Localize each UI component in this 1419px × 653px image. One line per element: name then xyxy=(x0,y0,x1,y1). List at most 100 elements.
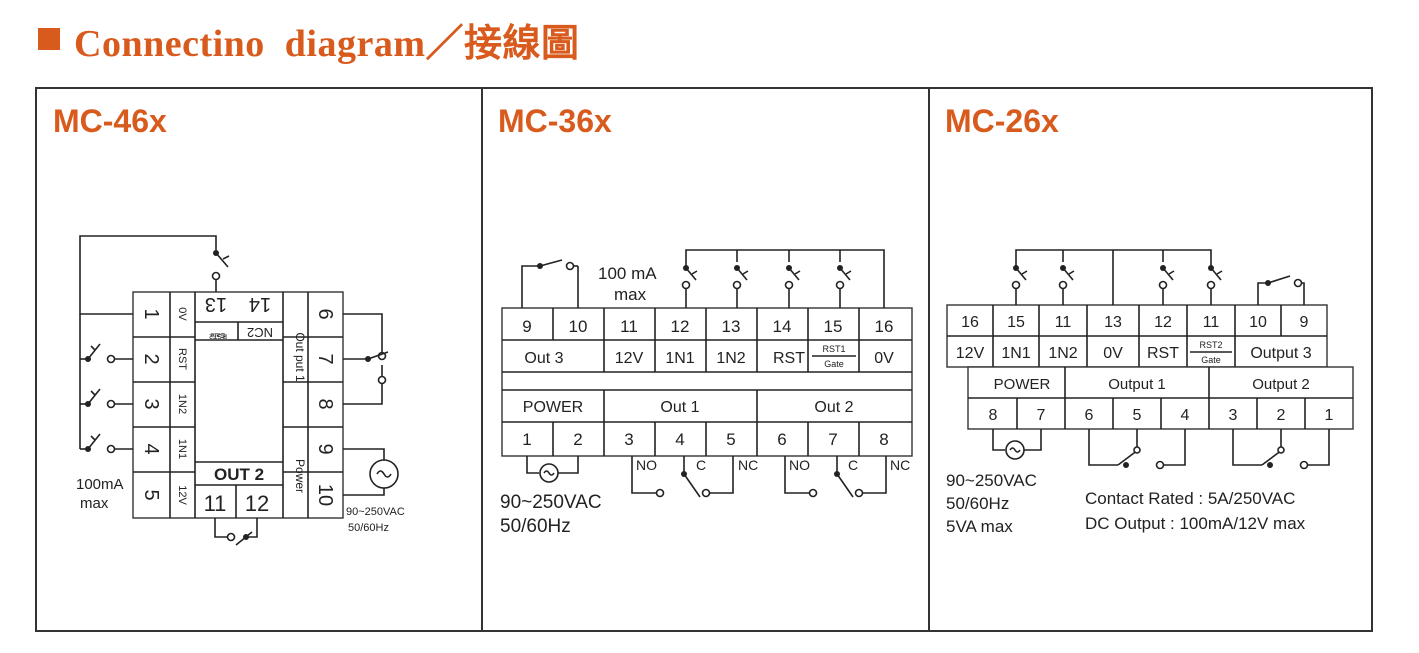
mc36x-input-switch xyxy=(681,265,698,308)
mc36x-term-4: 4 xyxy=(675,430,684,449)
mc36x-label-1n2: 1N2 xyxy=(716,350,745,367)
mc46x-term-10: 10 xyxy=(314,484,336,506)
mc46x-note-ma: 100mA xyxy=(76,476,124,493)
mc36x-contact-c: C xyxy=(848,457,858,473)
mc26x-label-gate: Gate xyxy=(1201,355,1221,365)
mc36x-term-12: 12 xyxy=(671,317,690,336)
mc26x-contact-rated: Contact Rated : 5A/250VAC xyxy=(1085,489,1295,508)
mc26x-power: POWER xyxy=(994,376,1051,393)
mc36x-term-3: 3 xyxy=(624,430,633,449)
mc46x-term-2: 2 xyxy=(140,353,162,364)
mc36x-supply-v: 90~250VAC xyxy=(500,492,602,513)
page-title-row: Connectino diagram／接線圖 xyxy=(38,14,580,65)
mc36x-contact-nc: NC xyxy=(738,457,758,473)
mc26x-term-16: 16 xyxy=(961,314,979,331)
mc26x-dc-output: DC Output : 100mA/12V max xyxy=(1085,514,1306,533)
mc26x-input-switch xyxy=(1011,265,1028,305)
mc46x-label-1n1: 1N1 xyxy=(176,439,188,459)
mc36x-term-6: 6 xyxy=(777,430,786,449)
mc46x-label-nc2: NC2 xyxy=(247,325,273,340)
mc46x-supply-hz: 50/60Hz xyxy=(348,522,389,534)
mc46x-out1-label: Out put 1 xyxy=(293,332,307,382)
mc36x-contact-no: NO xyxy=(636,457,657,473)
mc26x-input-switch xyxy=(1158,265,1175,305)
mc36x-term-1: 1 xyxy=(522,430,531,449)
mc46x-term-8: 8 xyxy=(314,398,336,409)
panel-title-mc26x: MC-26x xyxy=(945,103,1059,139)
mc36x-input-switch xyxy=(732,265,749,308)
mc26x-output1: Output 1 xyxy=(1108,376,1166,393)
mc36x-term-16: 16 xyxy=(875,317,894,336)
mc26x-term-11b: 11 xyxy=(1203,314,1220,331)
mc36x-term-2: 2 xyxy=(573,430,582,449)
mc26x-label-12v: 12V xyxy=(956,345,985,362)
mc26x-label-1n1: 1N1 xyxy=(1001,345,1030,362)
mc26x-term-13: 13 xyxy=(1104,314,1122,331)
mc36x-term-7: 7 xyxy=(828,430,837,449)
mc26x-supply-va: 5VA max xyxy=(946,517,1013,536)
mc36x-out2: Out 2 xyxy=(814,399,853,416)
mc36x-note-ma: 100 mA xyxy=(598,264,657,283)
mc36x-input-switch xyxy=(835,265,852,308)
mc36x-diagram: 9 10 11 12 13 14 15 16 Out 3 12V 1N1 1N2… xyxy=(500,249,913,537)
mc36x-term-13: 13 xyxy=(722,317,741,336)
mc36x-label-12v: 12V xyxy=(615,350,644,367)
mc36x-label-1n1: 1N1 xyxy=(665,350,694,367)
mc46x-supply-v: 90~250VAC xyxy=(346,506,405,518)
mc26x-term-10: 10 xyxy=(1249,314,1267,331)
mc36x-term-9: 9 xyxy=(522,317,531,336)
mc46x-note-max: max xyxy=(80,495,109,512)
panel-title-mc36x: MC-36x xyxy=(498,103,612,139)
diagram-frame: MC-46x MC-36x MC-26x xyxy=(35,87,1373,632)
mc46x-term-1: 1 xyxy=(140,308,162,319)
mc26x-label-output3: Output 3 xyxy=(1250,345,1311,362)
mc36x-term-15: 15 xyxy=(824,317,843,336)
mc36x-label-rst: RST xyxy=(773,350,805,367)
mc46x-out2: OUT 2 xyxy=(214,465,264,484)
mc36x-body xyxy=(501,307,913,457)
mc46x-label-12v: 12V xyxy=(176,485,188,505)
mc36x-term-14: 14 xyxy=(773,317,792,336)
mc46x-term-9: 9 xyxy=(314,443,336,454)
mc36x-supply-hz: 50/60Hz xyxy=(500,516,571,537)
mc46x-power-label: Power xyxy=(293,459,307,493)
mc26x-output2: Output 2 xyxy=(1252,376,1310,393)
mc26x-term-6: 6 xyxy=(1085,407,1094,424)
mc26x-term-8: 8 xyxy=(989,407,998,424)
mc46x-diagram: 1 2 3 4 5 0V RST 1N2 1N1 12V 13 14 Gate … xyxy=(76,235,405,546)
mc46x-term-11: 11 xyxy=(204,491,227,516)
mc36x-contact-c: C xyxy=(696,457,706,473)
mc46x-term-3: 3 xyxy=(140,398,162,409)
panel-divider xyxy=(481,89,483,630)
mc26x-term-11: 11 xyxy=(1055,314,1072,331)
mc26x-label-rst: RST xyxy=(1147,345,1179,362)
panel-title-mc46x: MC-46x xyxy=(53,103,167,139)
mc36x-term-11: 11 xyxy=(620,317,638,336)
mc26x-label-rst2: RST2 xyxy=(1199,340,1222,350)
mc26x-input-switch xyxy=(1206,265,1223,305)
mc36x-label-gate: Gate xyxy=(824,359,844,369)
mc26x-term-12: 12 xyxy=(1154,314,1172,331)
mc46x-term-14: 14 xyxy=(249,293,271,315)
mc46x-label-rst: RST xyxy=(176,348,188,370)
mc36x-input-switch xyxy=(784,265,801,308)
mc26x-supply-hz: 50/60Hz xyxy=(946,494,1009,513)
mc36x-term-8: 8 xyxy=(879,430,888,449)
mc46x-term-6: 6 xyxy=(314,308,336,319)
mc46x-term-5: 5 xyxy=(140,489,162,500)
mc26x-term-4: 4 xyxy=(1181,407,1190,424)
mc26x-term-3: 3 xyxy=(1229,407,1238,424)
mc26x-term-1: 1 xyxy=(1325,407,1334,424)
mc26x-label-1n2: 1N2 xyxy=(1048,345,1077,362)
mc46x-label-0v: 0V xyxy=(176,307,188,321)
mc36x-label-0v: 0V xyxy=(874,350,894,367)
mc46x-term-13: 13 xyxy=(205,293,227,315)
mc36x-note-max: max xyxy=(614,285,647,304)
mc46x-term-7: 7 xyxy=(314,353,336,364)
mc46x-label-rst2: RST2 xyxy=(209,332,227,339)
mc26x-label-0v: 0V xyxy=(1103,345,1123,362)
mc26x-input-switch xyxy=(1058,265,1075,305)
mc46x-label-gate: Gate xyxy=(210,331,225,338)
mc46x-term-4: 4 xyxy=(140,443,162,454)
mc26x-supply-v: 90~250VAC xyxy=(946,471,1037,490)
